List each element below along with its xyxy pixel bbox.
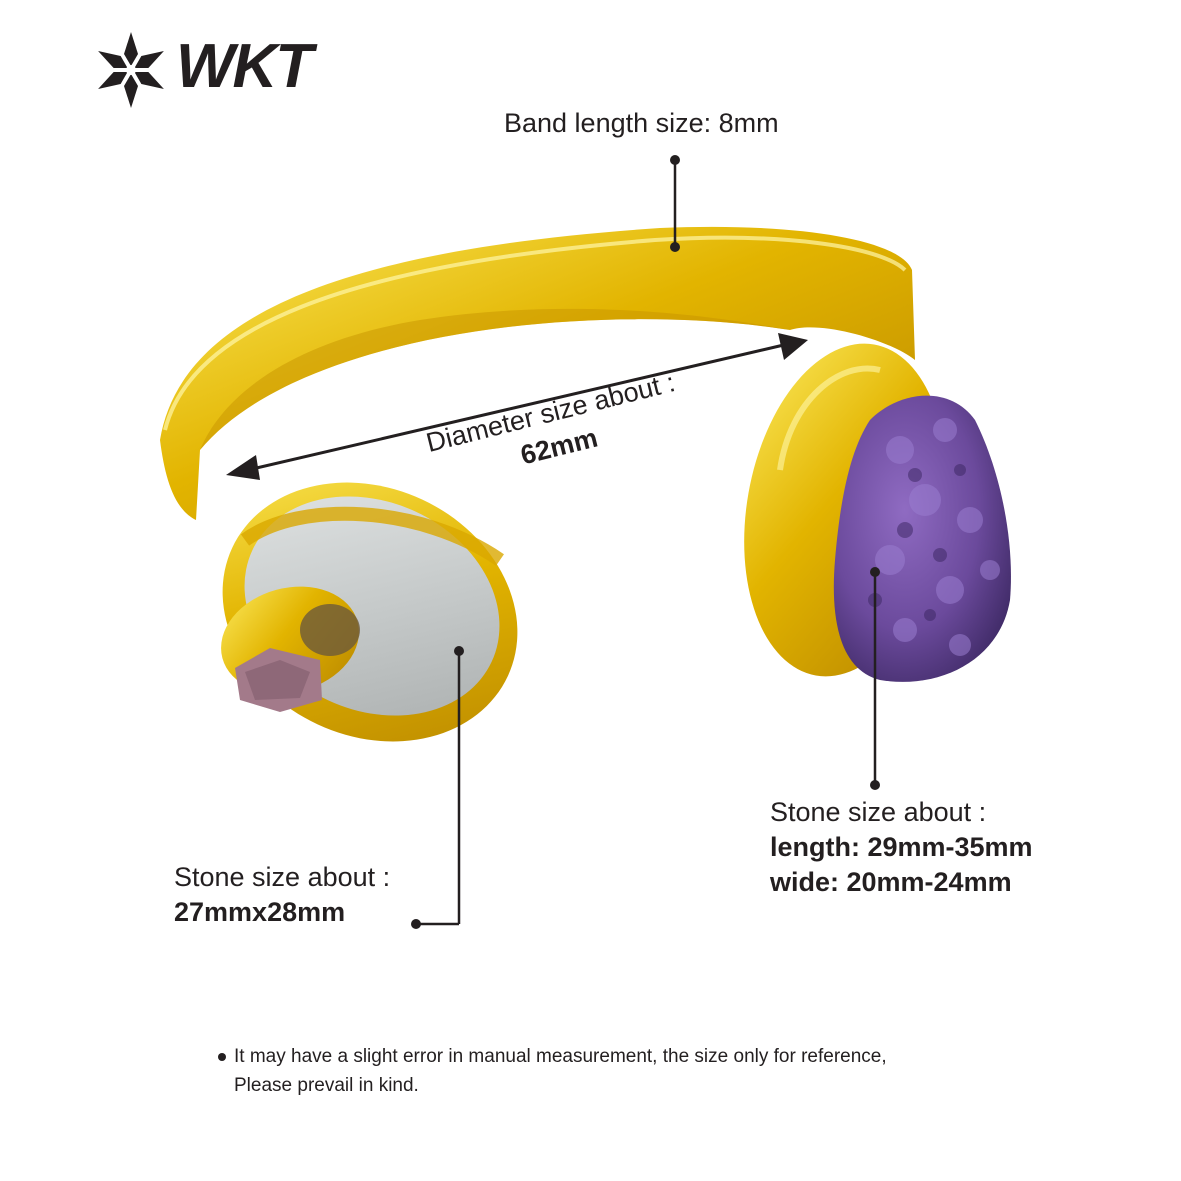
right-stone-setting (744, 343, 1011, 682)
left-stone-setting (221, 482, 518, 742)
right-stone-wide: wide: 20mm-24mm (770, 867, 1012, 898)
right-stone-label: Stone size about : length: 29mm-35mm wid… (770, 795, 1033, 900)
right-stone-pointer (870, 567, 880, 790)
band-pointer (670, 155, 680, 252)
brand-name: WKT (176, 32, 313, 101)
right-stone-title: Stone size about : (770, 797, 987, 827)
brand-logo: WKT (96, 30, 356, 110)
snowflake-logo-icon (96, 32, 166, 108)
cuff-band (160, 226, 915, 520)
left-stone-label: Stone size about : 27mmx28mm (174, 860, 390, 930)
left-stone-pointer (411, 646, 464, 929)
left-stone-value: 27mmx28mm (174, 897, 346, 928)
band-length-label: Band length size: 8mm (504, 108, 779, 138)
diameter-arrow (226, 333, 808, 480)
left-stone-title: Stone size about : (174, 862, 391, 892)
note-line-2: Please prevail in kind. (234, 1075, 419, 1097)
note-line-1: It may have a slight error in manual mea… (234, 1046, 887, 1067)
measurement-note: It may have a slight error in manual mea… (218, 1042, 887, 1101)
bullet-icon (218, 1052, 226, 1061)
right-stone-length: length: 29mm-35mm (770, 832, 1033, 863)
